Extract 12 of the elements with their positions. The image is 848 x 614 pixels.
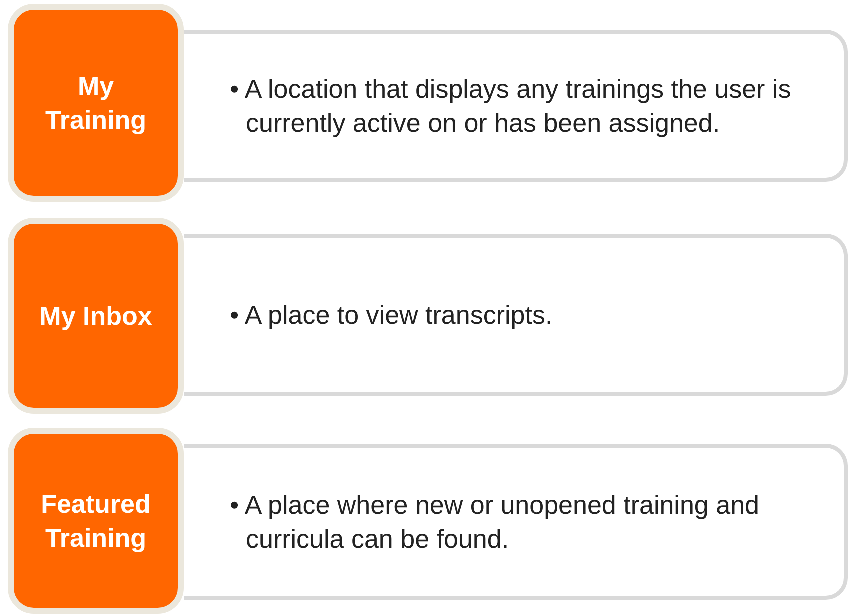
bullet-text: • A place where new or unopened training and curricula can be found. <box>230 489 760 556</box>
category-box <box>8 4 184 202</box>
bullet-text: • A location that displays any trainings the user is currently active on or has been assigned. <box>230 73 792 140</box>
category-title: My Training <box>44 70 148 137</box>
category-box <box>8 218 184 414</box>
bullet-text: • A place to view transcripts. <box>230 299 553 332</box>
description-box <box>184 30 848 182</box>
description-box <box>184 444 848 600</box>
category-title: Featured Training <box>40 488 152 555</box>
category-box <box>8 428 184 614</box>
category-title: My Inbox <box>40 300 152 333</box>
description-box <box>184 234 848 396</box>
